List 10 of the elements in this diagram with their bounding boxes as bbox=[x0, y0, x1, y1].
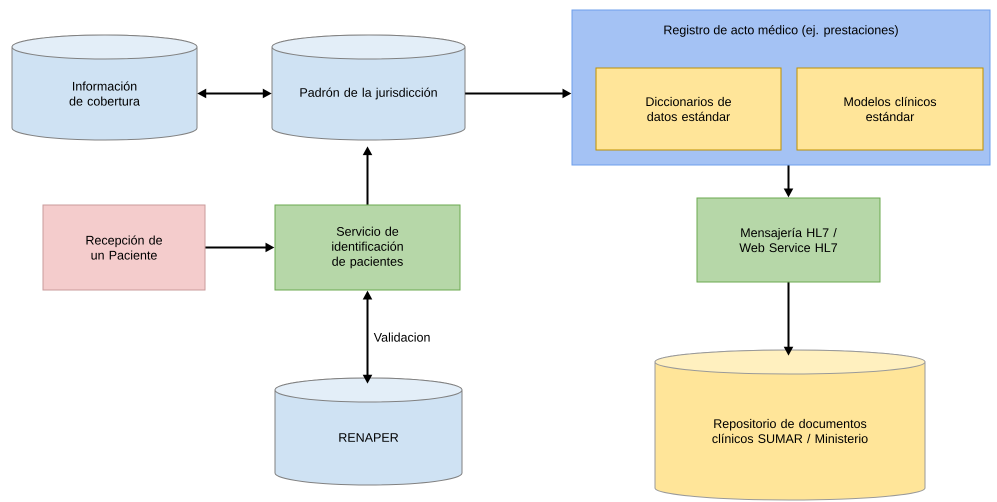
process-box: Recepción de un Paciente bbox=[42, 204, 206, 290]
process-box: Mensajería HL7 / Web Service HL7 bbox=[696, 197, 880, 282]
database-cylinder: Padrón de la jurisdicción bbox=[272, 34, 466, 140]
process-box: Diccionarios de datos estándar bbox=[596, 67, 782, 150]
database-cylinder: RENAPER bbox=[274, 377, 462, 486]
process-box: Servicio de identificación de pacientes bbox=[274, 204, 460, 290]
database-cylinder: Repositorio de documentos clínicos SUMAR / Ministerio bbox=[654, 349, 926, 500]
database-cylinder: Información de cobertura bbox=[12, 34, 198, 140]
edge-label: Validacion bbox=[372, 330, 432, 344]
process-box: Modelos clínicos estándar bbox=[796, 67, 984, 150]
